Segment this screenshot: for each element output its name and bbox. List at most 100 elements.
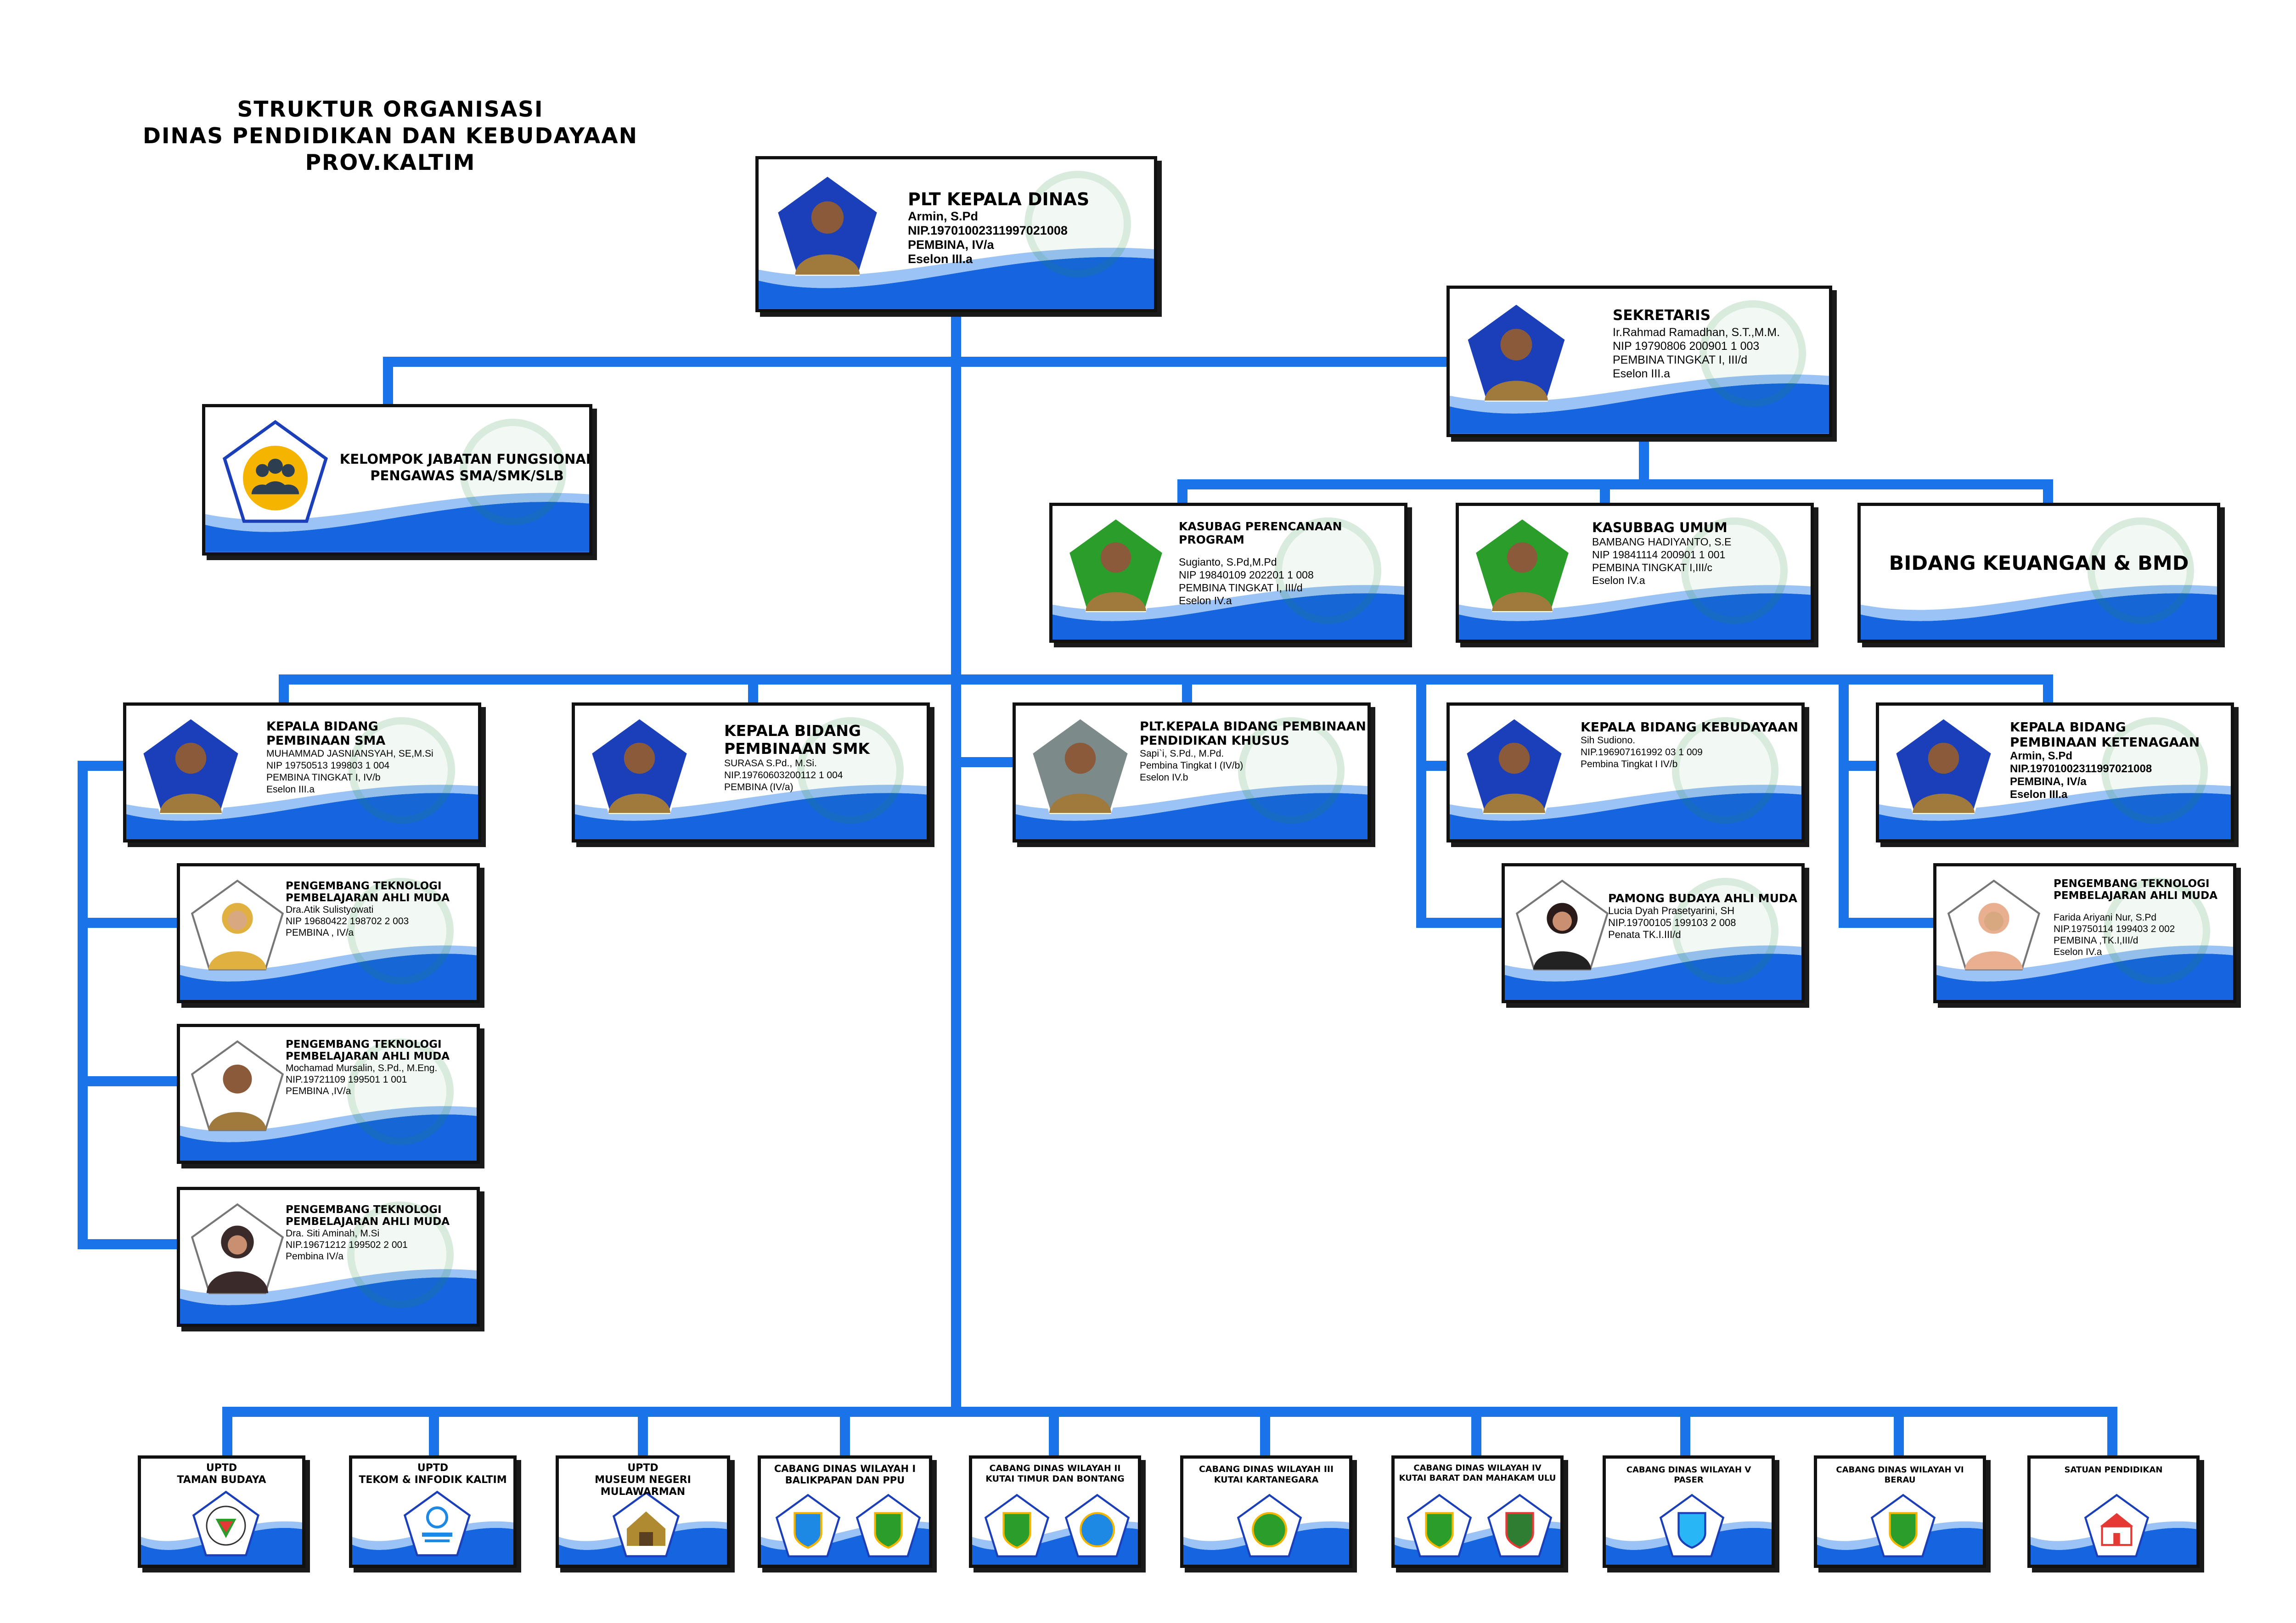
bidang-kebudayaan-card[interactable]: KEPALA BIDANG KEBUDAYAAN Sih Sudiono. NI… (1446, 702, 1805, 842)
person-nip: NIP 19790806 200901 1 003 (1613, 340, 1760, 353)
cabang-wilayah-4-card[interactable]: CABANG DINAS WILAYAH IV KUTAI BARAT DAN … (1391, 1455, 1564, 1568)
bontang-emblem-icon (1064, 1494, 1130, 1557)
card-subtitle: PEMBELAJARAN AHLI MUDA (286, 892, 450, 904)
tekkom-logo-icon (403, 1490, 471, 1556)
card-title: CABANG DINAS WILAYAH I (774, 1463, 916, 1474)
uptd-tekom-card[interactable]: UPTD TEKOM & INFODIK KALTIM (349, 1455, 517, 1568)
kasubag-perencanaan-card[interactable]: KASUBAG PERENCANAAN PROGRAM Sugianto, S.… (1049, 503, 1407, 643)
card-subtitle: KUTAI BARAT DAN MAHAKAM ULU (1399, 1473, 1556, 1483)
person-nip: NIP.19721109 199501 1 001 (286, 1074, 407, 1085)
person-eselon: Eselon IV.a (1592, 574, 1645, 586)
card-title: UPTD (627, 1462, 658, 1474)
card-title: KEPALA BIDANG (266, 719, 378, 734)
card-subtitle-2: MULAWARMAN (600, 1486, 686, 1498)
card-title: SEKRETARIS (1613, 307, 1711, 324)
official-photo-icon (1030, 716, 1130, 814)
card-title: CABANG DINAS WILAYAH III (1199, 1464, 1334, 1474)
person-rank: PEMBINA TINGKAT I, IV/b (266, 772, 381, 783)
pamong-budaya-card[interactable]: PAMONG BUDAYA AHLI MUDA Lucia Dyah Prase… (1502, 863, 1805, 1003)
uptd-museum-card[interactable]: UPTD MUSEUM NEGERI MULAWARMAN (556, 1455, 730, 1568)
bidang-smk-card[interactable]: KEPALA BIDANG PEMBINAAN SMK SURASA S.Pd.… (572, 702, 930, 842)
bidang-ketenagaan-card[interactable]: KEPALA BIDANG PEMBINAAN KETENAGAAN Armin… (1876, 702, 2234, 842)
card-title: PLT.KEPALA BIDANG PEMBINAAN (1140, 719, 1366, 734)
card-subtitle: PENGAWAS SMA/SMK/SLB (370, 468, 564, 483)
person-name: Mochamad Mursalin, S.Pd., M.Eng. (286, 1063, 438, 1073)
card-title: KASUBAG PERENCANAAN PROGRAM (1179, 520, 1342, 546)
group-people-icon (222, 420, 328, 523)
person-rank: PEMBINA ,TK.I,III/d (2054, 935, 2138, 946)
person-nip: NIP.19750114 199403 2 002 (2054, 924, 2175, 934)
card-title: KELOMPOK JABATAN FUNGSIONAL (339, 451, 592, 467)
person-nip: NIP.196907161992 03 1 009 (1581, 747, 1703, 758)
official-photo-icon (1894, 716, 1993, 814)
person-name: Ir.Rahmad Ramadhan, S.T.,M.M. (1613, 326, 1780, 339)
card-subtitle: BERAU (1884, 1475, 1916, 1485)
person-name: Dra.Atik Sulistyowati (286, 904, 374, 915)
bidang-pendidikan-khusus-card[interactable]: PLT.KEPALA BIDANG PEMBINAAN PENDIDIKAN K… (1013, 702, 1371, 842)
person-eselon: Eselon IV.b (1140, 772, 1188, 783)
paser-emblem-icon (1659, 1494, 1725, 1557)
ptp-ketenagaan-card[interactable]: PENGEMBANG TEKNOLOGI PEMBELAJARAN AHLI M… (1933, 863, 2236, 1003)
card-title: PENGEMBANG TEKNOLOGI (286, 880, 442, 892)
chart-title-line2: DINAS PENDIDIKAN DAN KEBUDAYAAN PROV.KAL… (143, 124, 638, 175)
person-nip: NIP.19701002311997021008 (908, 224, 1068, 237)
kasubbag-umum-card[interactable]: KASUBBAG UMUM BAMBANG HADIYANTO, S.E NIP… (1456, 503, 1814, 643)
museum-building-icon (612, 1491, 680, 1557)
person-rank: PEMBINA ,IV/a (286, 1086, 351, 1096)
card-title: PENGEMBANG TEKNOLOGI (286, 1039, 442, 1050)
cabang-wilayah-1-card[interactable]: CABANG DINAS WILAYAH I BALIKPAPAN DAN PP… (758, 1455, 932, 1568)
card-title: PENGEMBANG TEKNOLOGI (2054, 878, 2210, 890)
card-subtitle: PEMBELAJARAN AHLI MUDA (286, 1050, 450, 1062)
card-subtitle: BALIKPAPAN DAN PPU (785, 1475, 905, 1486)
jabatan-fungsional-card[interactable]: KELOMPOK JABATAN FUNGSIONAL PENGAWAS SMA… (202, 404, 592, 556)
person-nip: NIP.19700105 199103 2 008 (1608, 917, 1736, 928)
card-title: CABANG DINAS WILAYAH V (1626, 1465, 1751, 1475)
card-subtitle: PEMBELAJARAN AHLI MUDA (286, 1216, 450, 1228)
card-title: PLT KEPALA DINAS (908, 189, 1090, 209)
person-name: Farida Ariyani Nur, S.Pd (2054, 912, 2157, 923)
taman-budaya-emblem-icon (192, 1490, 260, 1556)
cabang-wilayah-6-card[interactable]: CABANG DINAS WILAYAH VI BERAU (1814, 1455, 1986, 1568)
official-photo-icon (1947, 879, 2041, 971)
person-name: Sapi`i, S.Pd., M.Pd. (1140, 748, 1224, 759)
official-photo-icon (1465, 302, 1567, 402)
official-photo-icon (141, 716, 241, 814)
kutai-barat-emblem-icon (1407, 1494, 1472, 1557)
ptp-1-card[interactable]: PENGEMBANG TEKNOLOGI PEMBELAJARAN AHLI M… (177, 863, 480, 1003)
ptp-3-card[interactable]: PENGEMBANG TEKNOLOGI PEMBELAJARAN AHLI M… (177, 1187, 480, 1327)
card-title: KEPALA BIDANG (724, 722, 861, 740)
bidang-keuangan-card[interactable]: BIDANG KEUANGAN & BMD (1857, 503, 2220, 643)
person-rank: PEMBINA, IV/a (908, 238, 994, 252)
kutai-kartanegara-emblem-icon (1237, 1494, 1302, 1557)
ppu-emblem-icon (855, 1494, 921, 1557)
official-photo-icon (1464, 716, 1564, 814)
person-name: BAMBANG HADIYANTO, S.E (1592, 536, 1732, 548)
chart-title-line1: STRUKTUR ORGANISASI (237, 97, 544, 122)
ptp-2-card[interactable]: PENGEMBANG TEKNOLOGI PEMBELAJARAN AHLI M… (177, 1024, 480, 1164)
uptd-taman-budaya-card[interactable]: UPTD TAMAN BUDAYA (138, 1455, 305, 1568)
person-eselon: Eselon III.a (266, 784, 315, 795)
card-subtitle: PENDIDIKAN KHUSUS (1140, 734, 1289, 748)
cabang-wilayah-3-card[interactable]: CABANG DINAS WILAYAH III KUTAI KARTANEGA… (1180, 1455, 1352, 1568)
bidang-sma-card[interactable]: KEPALA BIDANG PEMBINAAN SMA MUHAMMAD JAS… (123, 702, 481, 842)
person-rank: PEMBINA TINGKAT I,III/c (1592, 562, 1713, 573)
person-nip: NIP 19750513 199803 1 004 (266, 760, 390, 771)
person-name: Sih Sudiono. (1581, 735, 1636, 746)
person-nip: NIP.19760603200112 1 004 (724, 770, 843, 781)
official-photo-icon (775, 174, 880, 276)
card-subtitle: PEMBINAAN KETENAGAAN (2010, 735, 2200, 750)
cabang-wilayah-2-card[interactable]: CABANG DINAS WILAYAH II KUTAI TIMUR DAN … (969, 1455, 1141, 1568)
person-rank: PEMBINA , IV/a (286, 927, 354, 938)
person-rank: Pembina Tingkat I IV/b (1581, 759, 1678, 769)
person-eselon: Eselon III.a (908, 252, 973, 266)
sekretaris-card[interactable]: SEKRETARIS Ir.Rahmad Ramadhan, S.T.,M.M.… (1446, 286, 1832, 437)
satuan-pendidikan-card[interactable]: SATUAN PENDIDIKAN (2027, 1455, 2200, 1568)
kepala-dinas-card[interactable]: PLT KEPALA DINAS Armin, S.Pd NIP.1970100… (755, 156, 1157, 312)
person-rank: PEMBINA TINGKAT I, III/d (1613, 354, 1748, 366)
person-eselon: Eselon IV.a (1179, 595, 1232, 607)
card-subtitle: KUTAI KARTANEGARA (1214, 1475, 1319, 1485)
person-name: Sugianto, S.Pd,M.Pd (1179, 556, 1277, 568)
cabang-wilayah-5-card[interactable]: CABANG DINAS WILAYAH V PASER (1603, 1455, 1775, 1568)
official-photo-icon (1067, 517, 1165, 612)
card-subtitle: TEKOM & INFODIK KALTIM (359, 1474, 507, 1486)
